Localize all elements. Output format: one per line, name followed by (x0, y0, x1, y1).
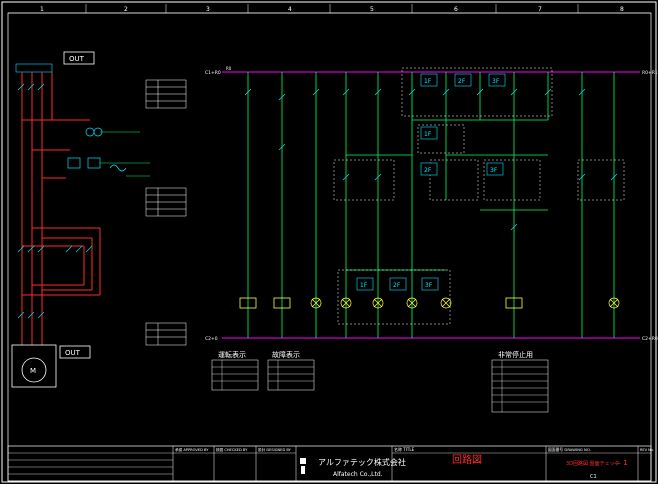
control-rungs (247, 72, 615, 338)
contact-symbols (244, 88, 618, 231)
approved-label: 承認 APPROVED BY (175, 447, 209, 452)
breaker-top (15, 63, 53, 73)
relay-label: 3F (425, 282, 433, 289)
drawing-title: 回路図 (452, 453, 482, 466)
table-fault-display: 故障表示 (267, 350, 315, 391)
out-terminal-box-top (63, 51, 95, 65)
relay-label: 1F (424, 131, 432, 138)
contactor-contacts (17, 83, 93, 319)
control-transformer (67, 127, 127, 172)
column-scale: 1 2 3 4 5 6 7 8 (8, 4, 651, 14)
drawing-no-value: 3D回路図 盤面チェック (566, 460, 620, 467)
relay-label: 2F (458, 78, 466, 85)
right-supply-label: C2+R0 (642, 336, 658, 342)
column-number: 3 (206, 6, 210, 13)
motor-label: M (30, 367, 36, 375)
power-section: OUT (11, 51, 187, 388)
company-logo (300, 458, 306, 474)
table-title: 故障表示 (272, 350, 300, 359)
inner-frame (7, 12, 652, 482)
pilot-lamps (310, 297, 620, 309)
column-number: 6 (454, 6, 458, 13)
power-lines (21, 72, 101, 345)
table-title: 非常停止用 (498, 350, 533, 359)
drawing-no-suffix: — 1 (614, 459, 628, 467)
column-number: 4 (288, 6, 292, 13)
out-terminal-label: OUT (65, 349, 81, 357)
bus-tag: R0 (226, 66, 232, 71)
control-wiring-left (100, 131, 150, 177)
title-label: 名称 TITLE (394, 446, 415, 452)
left-supply-label: C2+0 (205, 336, 218, 342)
relay-label: 1F (360, 282, 368, 289)
relay-label: 2F (424, 167, 432, 174)
title-block: 承認 APPROVED BY 検図 CHECKED BY 設計 DESIGNED… (7, 445, 654, 482)
checked-label: 検図 CHECKED BY (216, 447, 248, 452)
out-terminal-label: OUT (69, 55, 85, 63)
spec-tables (145, 79, 187, 346)
column-number: 7 (538, 6, 542, 13)
device-boxes (333, 67, 625, 325)
relay-label: 3F (492, 78, 500, 85)
designed-label: 設計 DESIGNED BY (258, 447, 292, 452)
motor-frame (11, 344, 57, 388)
table-title: 運転表示 (218, 350, 246, 359)
relay-label: 3F (490, 167, 498, 174)
column-number: 5 (370, 6, 374, 13)
relay-label: 1F (424, 78, 432, 85)
left-supply-label: C1+R0 (205, 70, 221, 76)
company-name: アルファテック株式会社 (318, 457, 406, 467)
company-name-en: Alfatech Co.,Ltd. (333, 471, 383, 478)
rev-label: REV No. (640, 448, 654, 452)
out-terminal-box-bottom (59, 345, 91, 359)
sheet-label: C1 (590, 474, 597, 480)
right-supply-label: R0+R1 (642, 70, 658, 76)
relay-labels: 1F 2F 3F 1F 2F 3F 1F 2F 3F (356, 73, 506, 291)
table-run-display: 運転表示 (211, 350, 259, 391)
coils (239, 297, 523, 309)
column-number: 8 (620, 6, 624, 13)
motor-symbol (21, 357, 47, 383)
column-number: 1 (40, 6, 44, 13)
column-number: 2 (124, 6, 128, 13)
relay-label: 2F (393, 282, 401, 289)
drawing-no-label: 図面番号 DRAWING NO. (548, 447, 591, 452)
table-emergency-stop: 非常停止用 (491, 350, 549, 413)
